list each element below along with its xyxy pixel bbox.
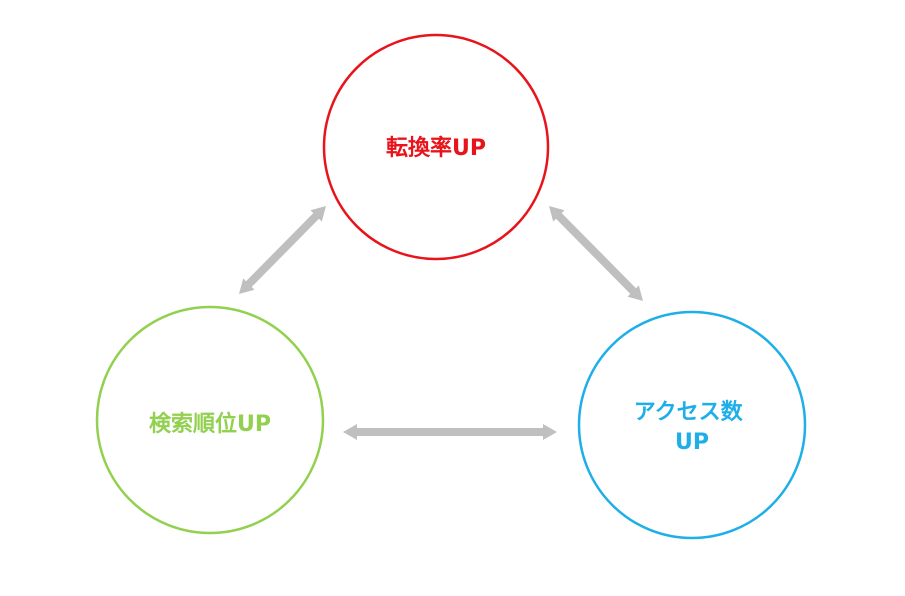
conversion-label: 転換率UP xyxy=(386,135,486,161)
access-label-line-2: UP xyxy=(675,430,709,455)
search-rank-circle xyxy=(95,305,325,535)
search-rank-label: 検索順位UP xyxy=(149,411,271,437)
access-circle xyxy=(577,310,807,540)
arrow-conversion-access xyxy=(549,206,643,301)
access-label: アクセス数 UP xyxy=(634,399,751,455)
arrow-search-rank-conversion xyxy=(239,206,326,294)
conversion-circle xyxy=(322,33,550,261)
search-rank-label-line: 検索順位UP xyxy=(149,411,271,437)
access-label-line-1: アクセス数 xyxy=(634,399,744,425)
conversion-label-line: 転換率UP xyxy=(386,135,486,161)
arrow-search-rank-access xyxy=(343,424,557,440)
